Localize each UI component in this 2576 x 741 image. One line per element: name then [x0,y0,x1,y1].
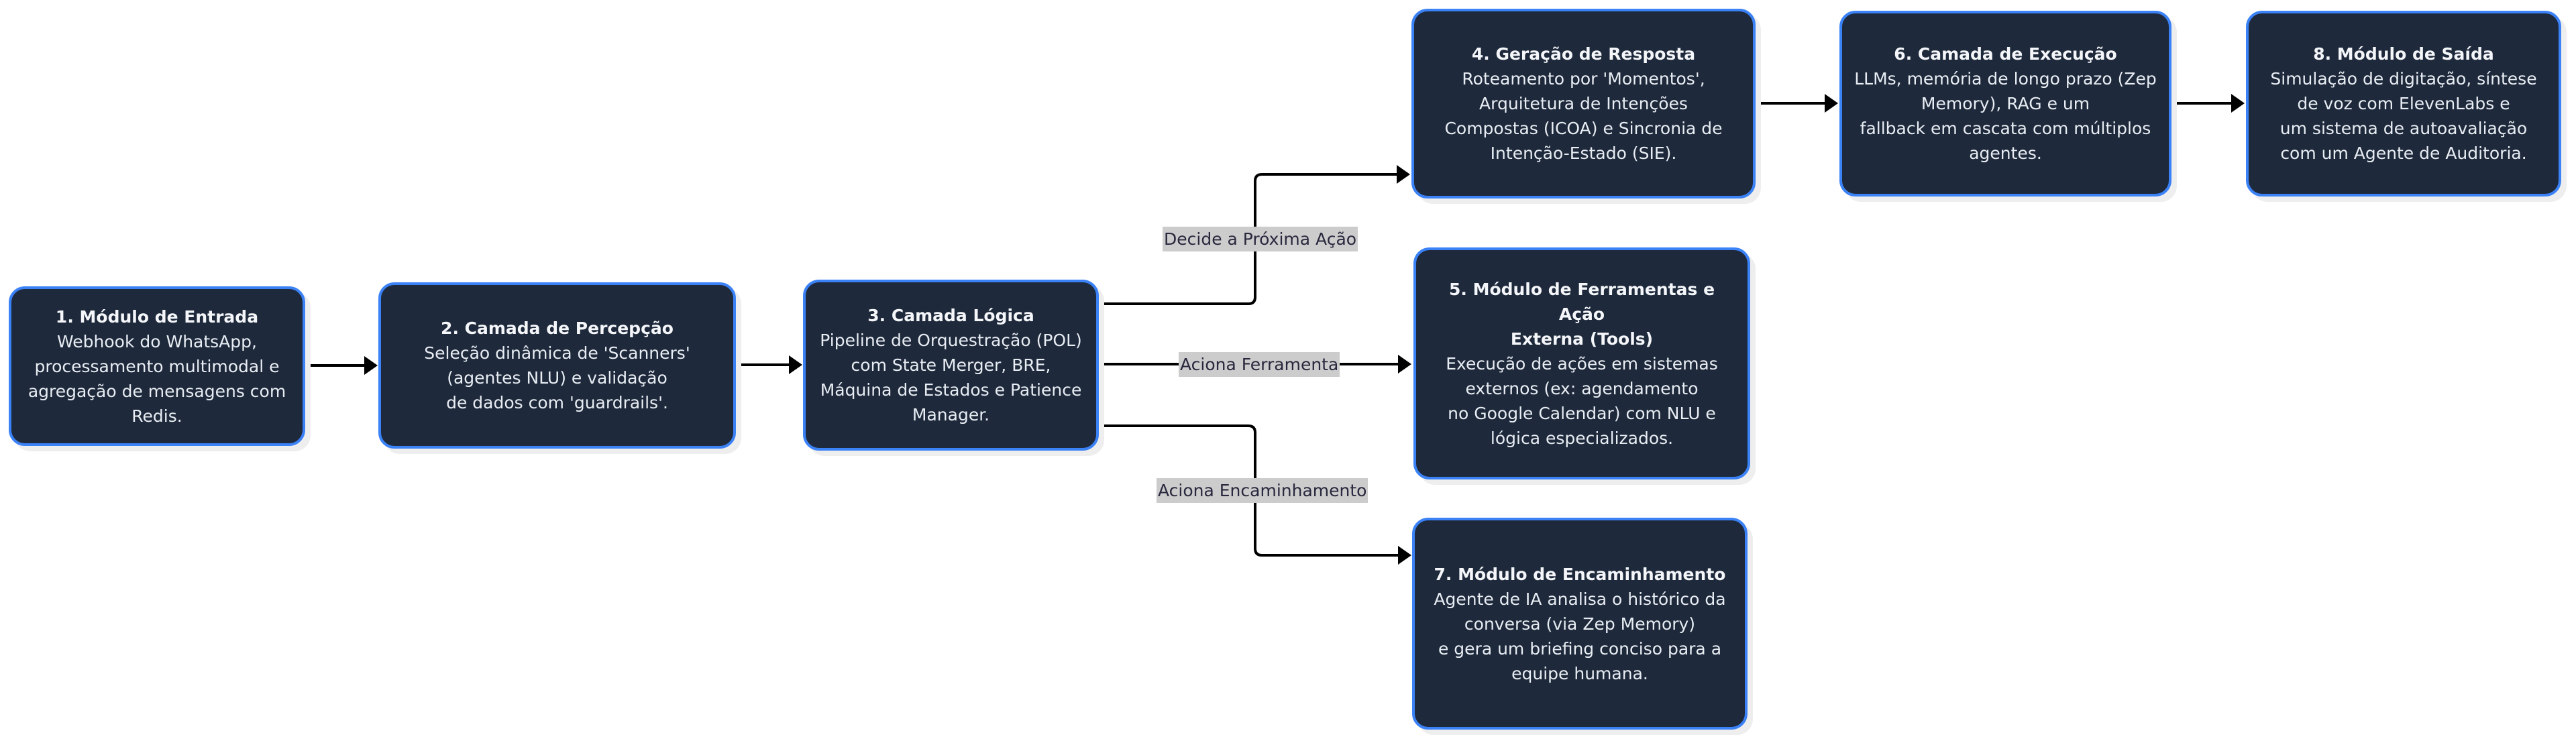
node-text-line: Agente de IA analisa o histórico da [1434,589,1726,609]
node-text-line: Pipeline de Orquestração (POL) [820,331,1082,350]
edge-label-aciona-ferramenta: Aciona Ferramenta [1179,352,1340,377]
node-text-line: Roteamento por 'Momentos', [1462,69,1705,89]
node-modulo-de-encaminhamento[interactable]: 7. Módulo de Encaminhamento Agente de IA… [1412,518,1748,730]
node-geracao-de-resposta[interactable]: 4. Geração de Resposta Roteamento por 'M… [1411,9,1756,198]
arrowhead-n8 [2231,94,2245,113]
node-text-line: Intenção-Estado (SIE). [1490,144,1677,163]
node-text-line: Compostas (ICOA) e Sincronia de [1444,119,1723,138]
node-text-line: Simulação de digitação, síntese [2270,69,2537,89]
node-title: Externa (Tools) [1510,329,1654,349]
arrowhead-n6 [1825,94,1838,113]
arrowhead-n4 [1397,165,1410,184]
node-modulo-de-ferramentas[interactable]: 5. Módulo de Ferramentas e Ação Externa … [1413,247,1750,479]
node-text-line: Execução de ações em sistemas [1446,353,1718,374]
node-text-line: equipe humana. [1511,663,1648,683]
arrowhead-n3 [789,355,802,374]
node-text-line: lógica especializados. [1490,428,1674,448]
node-text-line: Memory), RAG e um [1921,94,2090,113]
node-title: 5. Módulo de Ferramentas e Ação [1448,279,1715,324]
node-title: 7. Módulo de Encaminhamento [1434,564,1726,584]
node-text-line: Manager. [912,405,990,424]
node-modulo-de-entrada[interactable]: 1. Módulo de Entrada Webhook do WhatsApp… [9,286,305,446]
node-title: 8. Módulo de Saída [2313,44,2494,64]
arrowhead-n5 [1398,355,1411,374]
node-text-line: com State Merger, BRE, [851,355,1051,375]
node-text-line: conversa (via Zep Memory) [1464,614,1696,634]
node-text-line: agentes. [1969,144,2042,163]
node-title: 1. Módulo de Entrada [55,306,259,327]
node-text-line: com um Agente de Auditoria. [2280,144,2527,163]
node-title: 4. Geração de Resposta [1471,44,1696,64]
node-text-line: externos (ex: agendamento [1465,378,1699,398]
node-text-line: de voz com ElevenLabs e [2297,94,2510,113]
node-text-line: fallback em cascata com múltiplos [1860,119,2151,138]
node-text-line: processamento multimodal e [34,356,280,376]
node-text-line: Máquina de Estados e Patience [820,380,1082,400]
node-text-line: um sistema de autoavaliação [2279,119,2528,138]
edge-label-aciona-encaminhamento: Aciona Encaminhamento [1157,478,1368,503]
arrowhead-n7 [1398,546,1411,565]
node-text-line: agregação de mensagens com [28,381,286,401]
node-camada-logica[interactable]: 3. Camada Lógica Pipeline de Orquestraçã… [803,280,1099,451]
arrowhead-n2 [364,356,378,375]
edge-label-decide-proxima-acao: Decide a Próxima Ação [1163,227,1358,251]
node-modulo-de-saida[interactable]: 8. Módulo de Saída Simulação de digitaçã… [2246,11,2561,196]
node-title: 6. Camada de Execução [1894,44,2117,64]
node-title: 2. Camada de Percepção [441,319,674,338]
node-text-line: no Google Calendar) com NLU e [1448,403,1716,423]
node-text-line: Redis. [131,406,182,426]
node-text-line: e gera um briefing conciso para a [1438,638,1722,659]
node-text-line: Webhook do WhatsApp, [57,331,257,351]
node-camada-de-execucao[interactable]: 6. Camada de Execução LLMs, memória de l… [1839,11,2171,196]
node-text-line: LLMs, memória de longo prazo (Zep [1854,69,2157,89]
node-camada-de-percepcao[interactable]: 2. Camada de Percepção Seleção dinâmica … [378,282,736,449]
node-text-line: Seleção dinâmica de 'Scanners' [424,343,690,363]
node-text-line: Arquitetura de Intenções [1479,94,1688,113]
node-text-line: (agentes NLU) e validação [447,368,667,388]
node-text-line: de dados com 'guardrails'. [446,393,668,412]
node-title: 3. Camada Lógica [867,306,1034,325]
